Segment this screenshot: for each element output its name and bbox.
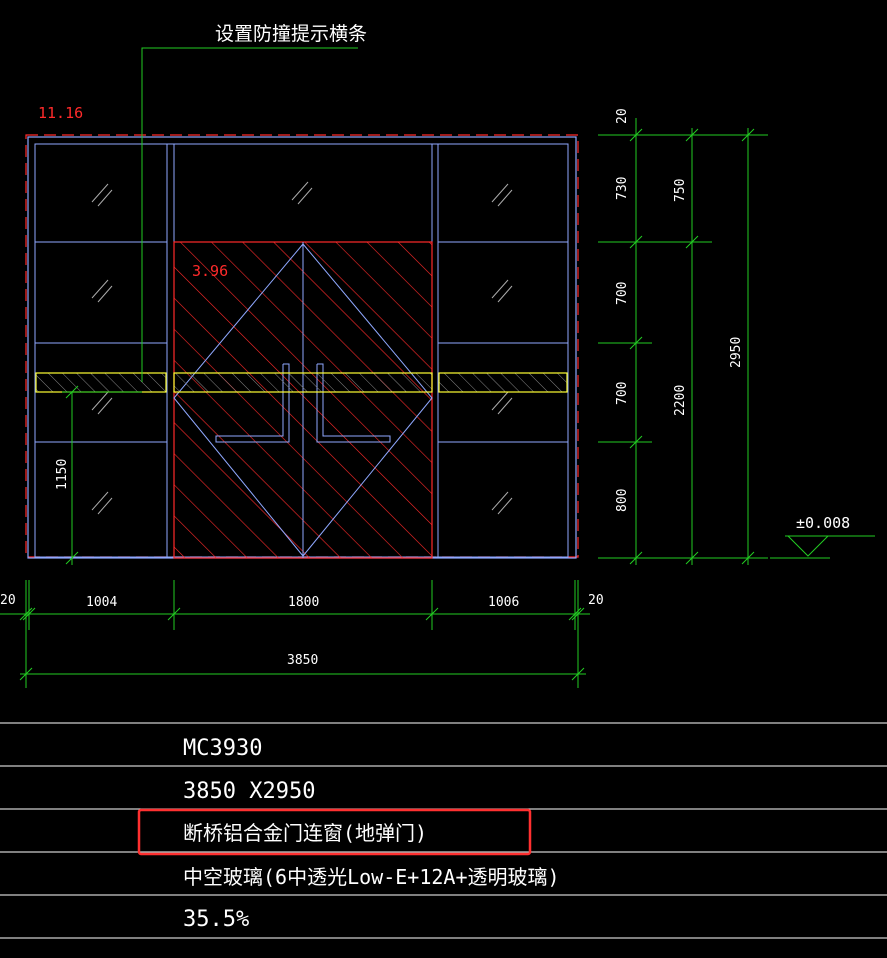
center-transom-panel: [173, 143, 433, 243]
floor-level-marker: [770, 535, 875, 559]
dim-right-730: 730: [615, 177, 630, 200]
schedule-row-size: 3850 X2950: [183, 779, 315, 804]
dim-right-20: 20: [615, 108, 630, 124]
dim-bottom-1800: 1800: [288, 595, 319, 610]
dim-right-700b: 700: [615, 382, 630, 405]
left-height-dimension: [62, 385, 142, 565]
glass-marks: [91, 181, 513, 515]
dim-right-2950: 2950: [729, 337, 744, 368]
schedule-row-ratio: 35.5%: [183, 907, 249, 932]
left-door-handle: [215, 363, 290, 443]
bottom-dimension-lines: [0, 580, 590, 688]
dim-left-1150: 1150: [55, 459, 70, 490]
dim-right-2200: 2200: [673, 385, 688, 416]
dim-bottom-20-left: 20: [0, 593, 16, 608]
dim-bottom-1004: 1004: [86, 595, 117, 610]
dim-right-800: 800: [615, 489, 630, 512]
schedule-row-code: MC3930: [183, 736, 262, 761]
right-sash-column: [437, 143, 569, 558]
schedule-table-lines: [0, 722, 887, 939]
floor-level-label: ±0.008: [796, 514, 850, 532]
window-area-label: 11.16: [38, 104, 83, 122]
callout-leader: [141, 47, 358, 382]
door-area-label: 3.96: [192, 262, 228, 280]
anti-collision-strip: [35, 372, 568, 393]
highlight-box: [137, 808, 532, 856]
dim-right-750: 750: [673, 179, 688, 202]
dim-bottom-20-right: 20: [588, 593, 604, 608]
window-elevation: [25, 134, 579, 559]
right-dimension-lines: [598, 118, 768, 565]
left-sash-column: [34, 143, 168, 558]
schedule-row-type: 断桥铝合金门连窗(地弹门): [183, 821, 427, 845]
right-door-handle: [316, 363, 391, 443]
schedule-row-glass: 中空玻璃(6中透光Low-E+12A+透明玻璃): [183, 865, 560, 889]
dim-bottom-1006: 1006: [488, 595, 519, 610]
door-leaves: [173, 241, 433, 559]
callout-label: 设置防撞提示横条: [215, 23, 367, 45]
dim-right-700a: 700: [615, 282, 630, 305]
dim-bottom-3850: 3850: [287, 653, 318, 668]
